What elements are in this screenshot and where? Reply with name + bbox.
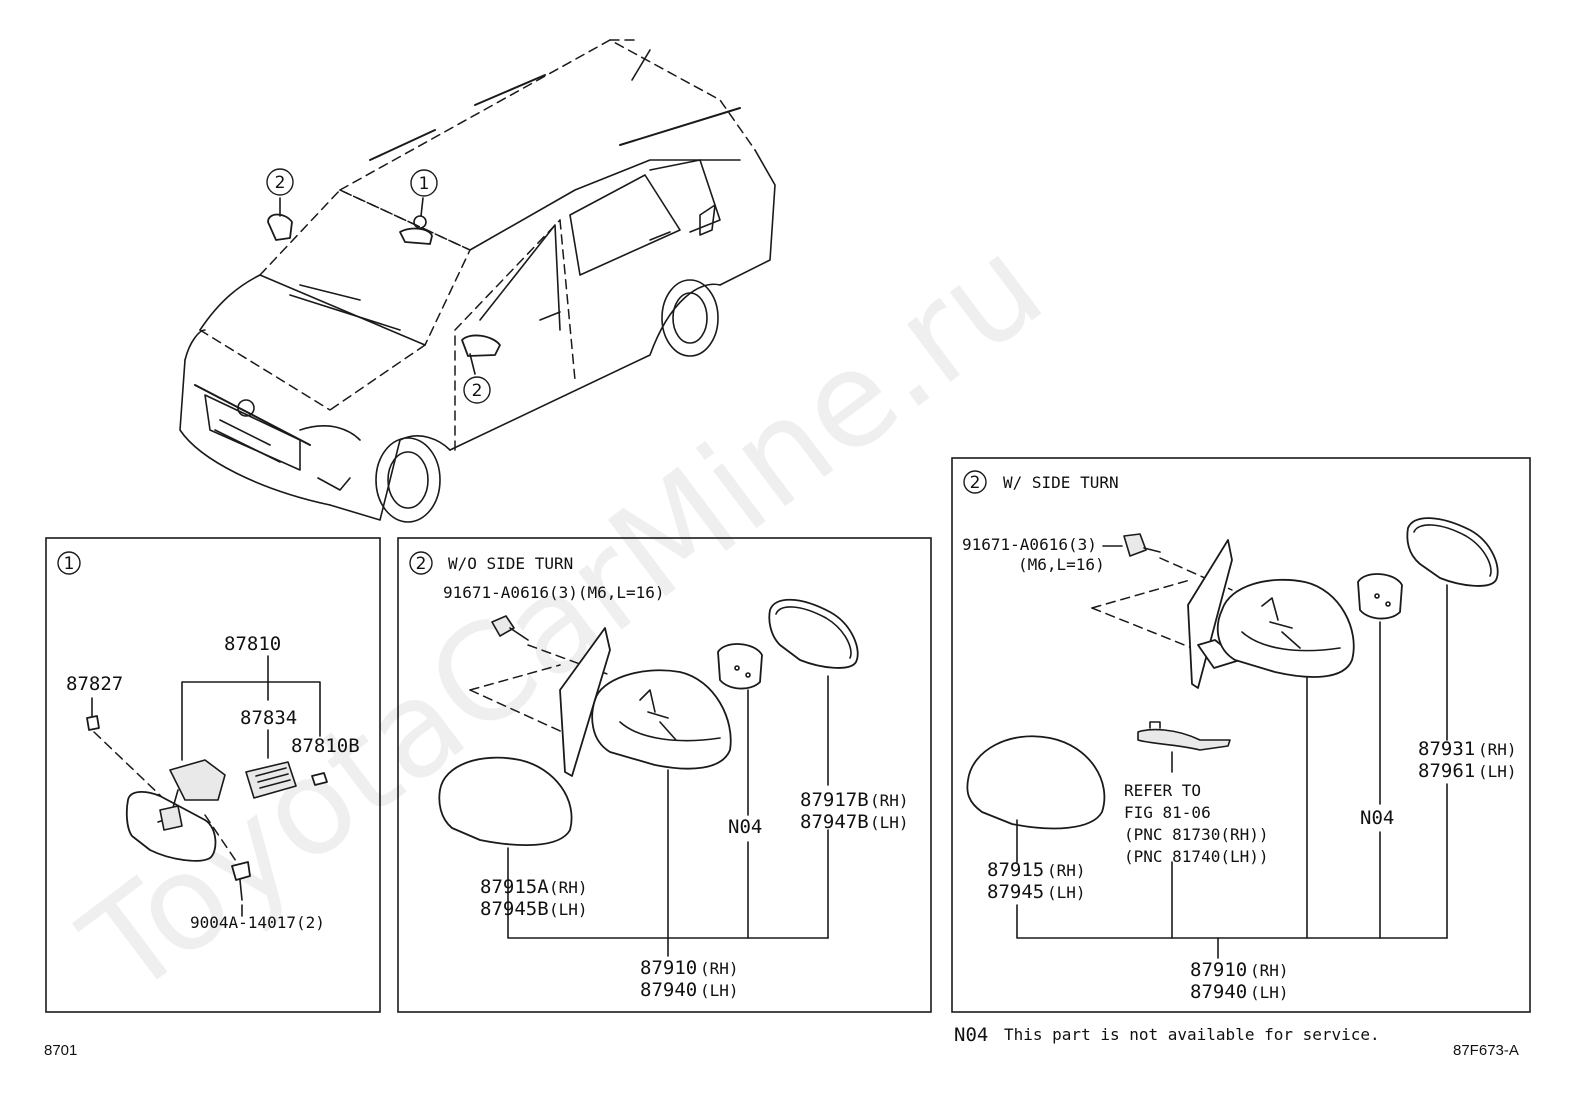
part-87931-side: (RH) [1478,740,1517,759]
vehicle-overview: 2 1 2 [179,39,776,523]
panel-3-marker-label: 2 [970,473,981,493]
refer-line-3: (PNC 81730(RH)) [1124,825,1269,844]
part-87940-w-side: (LH) [1250,983,1289,1002]
part-87915: 87915 [987,859,1044,881]
callout-2-right-label: 2 [472,381,483,401]
part-87910: 87910 [640,957,697,979]
part-87910-w: 87910 [1190,959,1247,981]
panel-mirror-without-side-turn: 2 W/O SIDE TURN 91671-A0616(3)(M6,L=16) … [397,537,932,1013]
panel-3-bolt: 91671-A0616(3) [962,535,1097,554]
part-9004A-14017: 9004A-14017(2) [190,913,325,932]
part-n04-w: N04 [1360,807,1394,829]
part-87917B-side: (RH) [870,791,909,810]
footnote-code: N04 [954,1024,988,1046]
footer: N04 This part is not available for servi… [44,1024,1519,1059]
part-87947B: 87947B [800,811,869,833]
panel-2-bolt: 91671-A0616(3)(M6,L=16) [443,583,665,602]
part-87945-side: (LH) [1047,883,1086,902]
panel-1-marker [57,551,81,575]
refer-line-1: REFER TO [1124,781,1201,800]
part-n04: N04 [728,816,762,838]
part-87915A-side: (RH) [549,878,588,897]
refer-line-2: FIG 81-06 [1124,803,1211,822]
panel-mirror-with-side-turn: 2 W/ SIDE TURN 91671-A0616(3) (M6,L=16) [951,457,1531,1013]
callout-2-right-mirror [463,376,491,404]
part-87827: 87827 [66,673,123,695]
panel-3-bolt-spec: (M6,L=16) [1018,555,1105,574]
refer-line-4: (PNC 81740(LH)) [1124,847,1269,866]
part-87940-w: 87940 [1190,981,1247,1003]
part-87910-side: (RH) [700,959,739,978]
part-87915-side: (RH) [1047,861,1086,880]
part-87915A: 87915A [480,876,549,898]
part-87945B-side: (LH) [549,900,588,919]
part-87947B-side: (LH) [870,813,909,832]
panel-inner-mirror: 1 87810 87827 87834 87810B 9004A-14017(2… [45,537,381,1013]
panel-2-title: W/O SIDE TURN [448,554,573,573]
part-87940-side: (LH) [700,981,739,1000]
part-87917B: 87917B [800,789,869,811]
callout-1-label: 1 [419,174,430,194]
panel-2-frame [397,537,932,1013]
figure-code: 87F673-A [1453,1042,1519,1059]
part-87945B: 87945B [480,898,549,920]
part-87810: 87810 [224,633,281,655]
page-code: 8701 [44,1042,77,1059]
part-87961: 87961 [1418,760,1475,782]
panel-3-title: W/ SIDE TURN [1003,473,1119,492]
part-87810B: 87810B [291,735,360,757]
callout-1-inner-mirror [410,169,438,197]
panel-2-marker-label: 2 [416,554,427,574]
part-87940: 87940 [640,979,697,1001]
panel-1-marker-label: 1 [64,554,75,574]
part-87910-w-side: (RH) [1250,961,1289,980]
panel-3-frame [951,457,1531,1013]
footnote-text: This part is not available for service. [1004,1025,1380,1044]
part-87961-side: (LH) [1478,762,1517,781]
callout-2-left-mirror [266,168,294,196]
panel-2-marker [409,551,433,575]
panel-3-marker [963,470,987,494]
part-87945: 87945 [987,881,1044,903]
callout-2-left-label: 2 [275,173,286,193]
part-87834: 87834 [240,707,297,729]
part-87931: 87931 [1418,738,1475,760]
panel-1-frame [45,537,381,1013]
